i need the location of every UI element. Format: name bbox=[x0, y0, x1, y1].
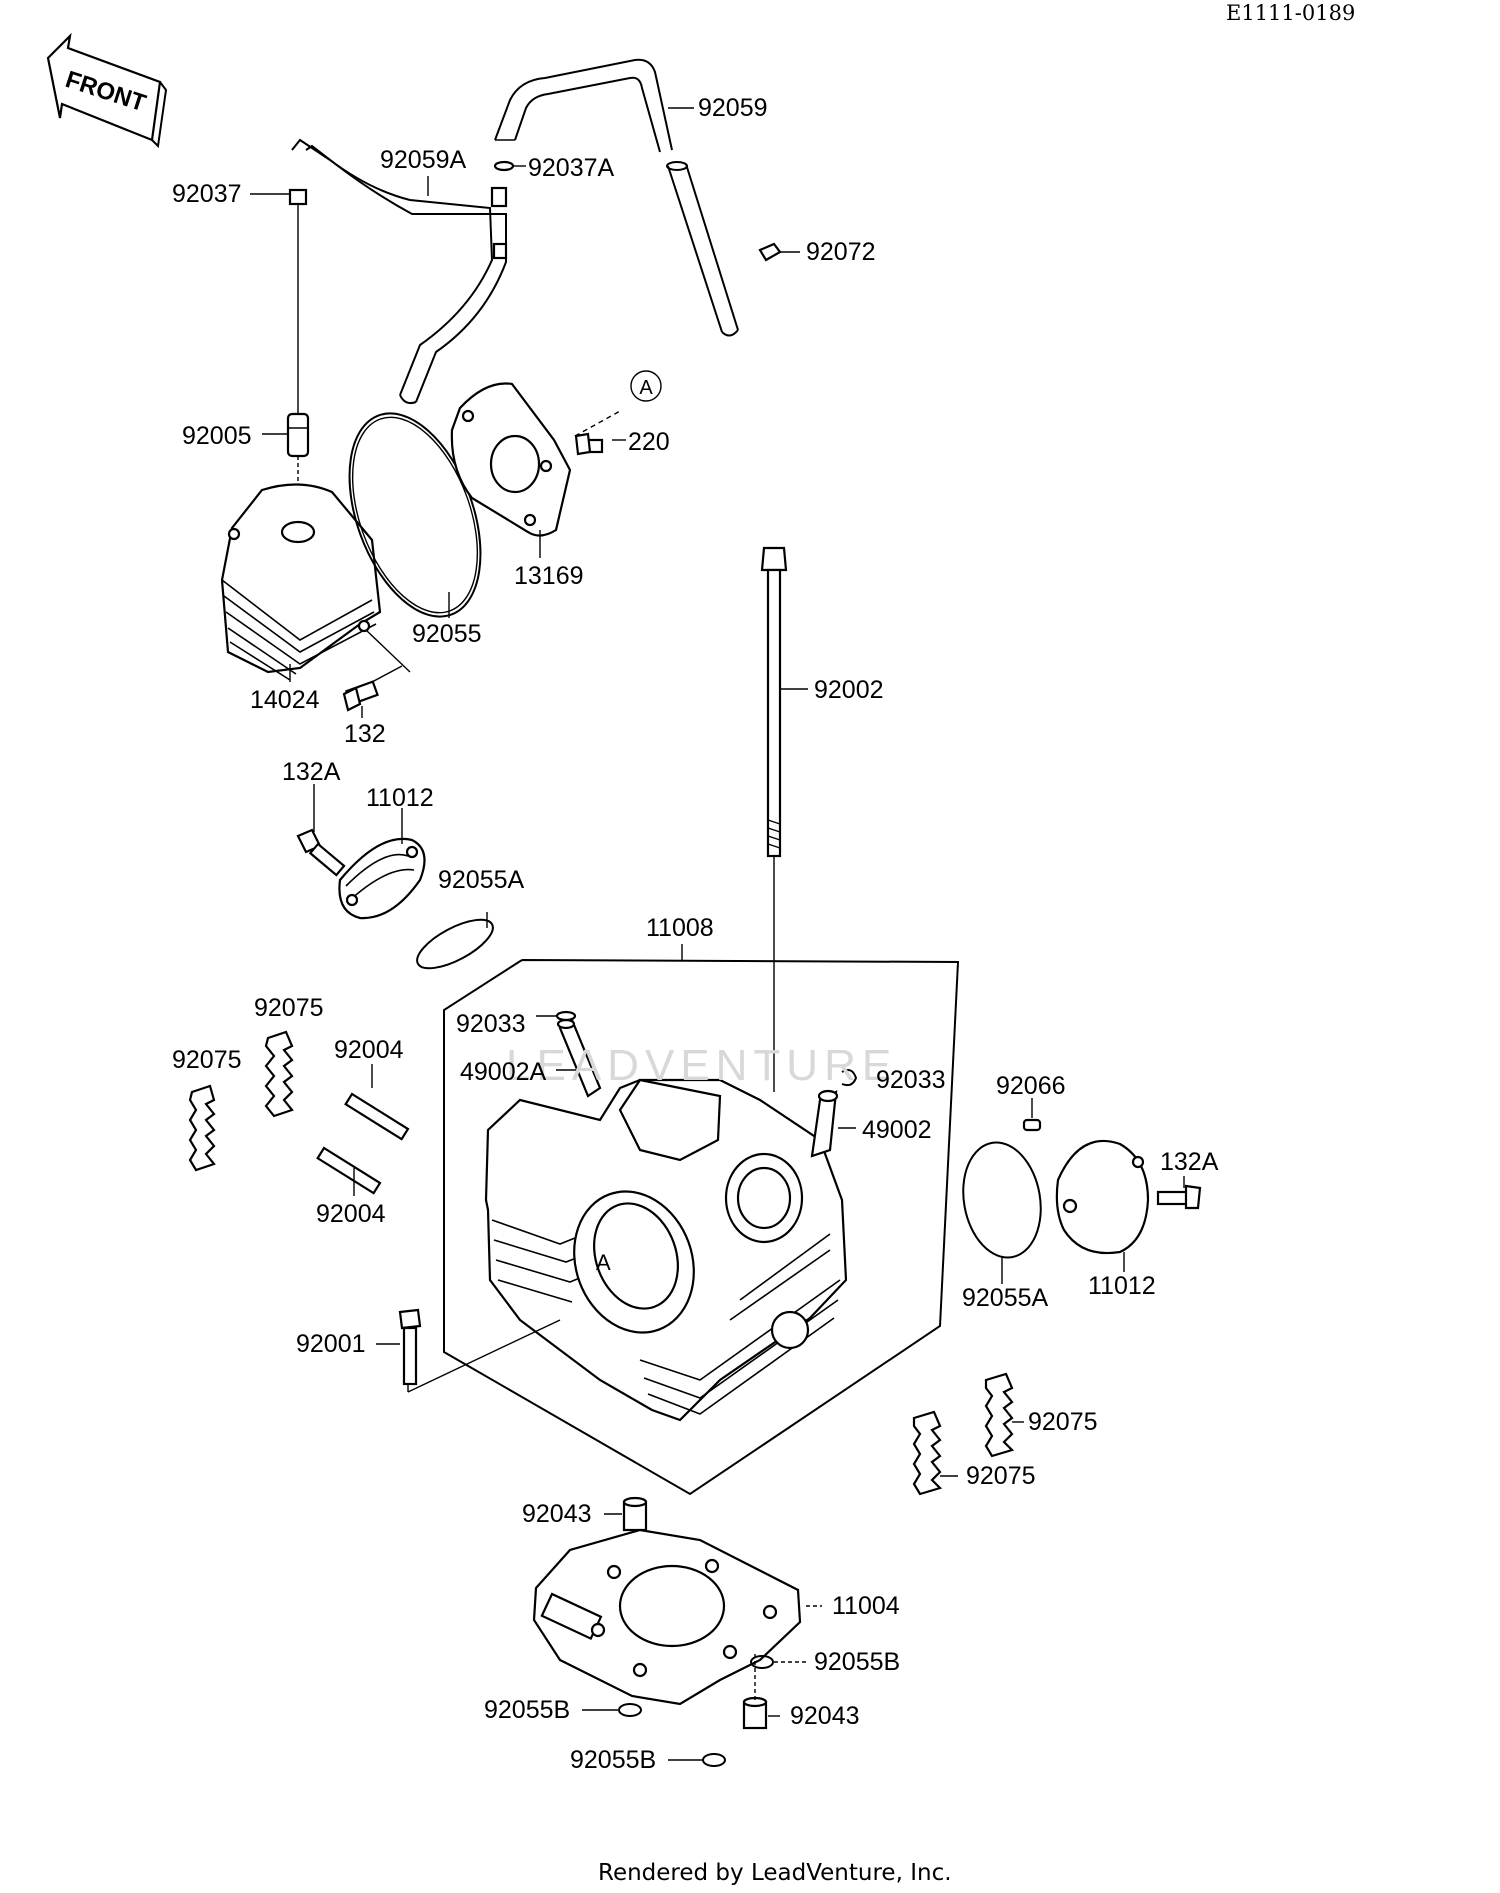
label-92033-right: 92033 bbox=[876, 1066, 946, 1094]
breather-cover-14024 bbox=[220, 483, 382, 681]
label-11004: 11004 bbox=[832, 1592, 900, 1620]
clip-92033-left bbox=[555, 1010, 577, 1022]
leader-lines bbox=[250, 107, 1185, 1761]
label-92059A: 92059A bbox=[380, 146, 467, 174]
cap-11012-right bbox=[1055, 1139, 1150, 1255]
oring-92055B-a bbox=[750, 1655, 774, 1669]
label-132A-left: 132A bbox=[282, 758, 341, 786]
clamp-92072 bbox=[758, 242, 800, 262]
label-92055B-a: 92055B bbox=[814, 1648, 900, 1676]
label-132: 132 bbox=[344, 720, 386, 748]
dowel-92043-bottom bbox=[742, 1696, 768, 1730]
label-92055A-left: 92055A bbox=[438, 866, 525, 894]
label-92002: 92002 bbox=[814, 676, 884, 704]
label-92075-left-b: 92075 bbox=[254, 994, 324, 1022]
cylinder-head-11008: A bbox=[484, 1078, 848, 1422]
oring-92055B-b bbox=[618, 1703, 642, 1717]
front-arrow-icon: FRONT bbox=[46, 32, 168, 149]
cylinder-head-frame bbox=[443, 959, 960, 1496]
bolt-132A-right bbox=[1156, 1184, 1202, 1210]
label-92004-upper: 92004 bbox=[334, 1036, 404, 1064]
oring-92055B-c bbox=[702, 1753, 726, 1767]
diagram-code: E1111-0189 bbox=[1226, 1, 1355, 25]
label-11012-left: 11012 bbox=[366, 784, 434, 812]
label-92037: 92037 bbox=[172, 180, 242, 208]
label-92043-top: 92043 bbox=[522, 1500, 592, 1528]
label-11012-right: 11012 bbox=[1088, 1272, 1156, 1300]
cap-11012-left bbox=[338, 837, 426, 920]
oring-92055A-right bbox=[962, 1141, 1042, 1259]
label-92005: 92005 bbox=[182, 422, 252, 450]
label-92043-bottom: 92043 bbox=[790, 1702, 860, 1730]
label-11008: 11008 bbox=[646, 914, 714, 942]
label-92075-left-a: 92075 bbox=[172, 1046, 242, 1074]
label-92055B-b: 92055B bbox=[484, 1696, 570, 1724]
clip-92033-right bbox=[841, 1069, 858, 1087]
part-labels: 92059 92059A 92037A 92037 92072 220 9200… bbox=[172, 94, 1219, 1774]
label-13169: 13169 bbox=[514, 562, 584, 590]
clamp-92037 bbox=[288, 188, 308, 416]
stud-92004-lower bbox=[316, 1146, 382, 1195]
label-49002: 49002 bbox=[862, 1116, 932, 1144]
ref-marker-a-lower: A bbox=[596, 1250, 611, 1275]
label-92033-left: 92033 bbox=[456, 1010, 526, 1038]
bolt-132 bbox=[342, 629, 411, 712]
damper-92075-right-a bbox=[984, 1372, 1015, 1458]
bolt-132A-left bbox=[296, 828, 346, 877]
footer-credit: Rendered by LeadVenture, Inc. bbox=[598, 1860, 952, 1886]
label-92075-right-b: 92075 bbox=[966, 1462, 1036, 1490]
damper-92075-left-a bbox=[188, 1084, 216, 1172]
label-92072: 92072 bbox=[806, 238, 876, 266]
oring-92055A-left bbox=[416, 918, 494, 970]
ref-marker-a-text: A bbox=[639, 377, 653, 399]
label-49002A: 49002A bbox=[460, 1058, 547, 1086]
clip-92037A bbox=[493, 160, 515, 172]
hose-92059A bbox=[291, 138, 508, 405]
watermark-text: LEADVENTURE bbox=[506, 1041, 897, 1090]
breather-hose-92059 bbox=[494, 58, 673, 153]
label-14024: 14024 bbox=[250, 686, 320, 714]
label-92055A-right: 92055A bbox=[962, 1284, 1049, 1312]
stud-92002 bbox=[760, 546, 788, 888]
label-220: 220 bbox=[628, 428, 670, 456]
label-132A-right: 132A bbox=[1160, 1148, 1219, 1176]
drain-hose bbox=[666, 161, 739, 337]
dowel-92043-top bbox=[622, 1496, 648, 1532]
ref-marker-a-upper: A bbox=[630, 370, 662, 402]
damper-92075-left-b bbox=[264, 1030, 294, 1118]
damper-92075-right-b bbox=[912, 1410, 943, 1496]
label-92001: 92001 bbox=[296, 1330, 366, 1358]
label-92004-lower: 92004 bbox=[316, 1200, 386, 1228]
valve-guide-49002 bbox=[810, 1089, 839, 1158]
stud-92004-upper bbox=[344, 1092, 410, 1141]
label-92066: 92066 bbox=[996, 1072, 1066, 1100]
plug-92066 bbox=[1022, 1118, 1042, 1132]
label-92037A: 92037A bbox=[528, 154, 615, 182]
bolt-220 bbox=[574, 432, 604, 456]
label-92059: 92059 bbox=[698, 94, 768, 122]
label-92075-right-a: 92075 bbox=[1028, 1408, 1098, 1436]
plate-13169 bbox=[450, 382, 572, 537]
valve-guide-49002A bbox=[556, 1018, 602, 1098]
label-92055B-c: 92055B bbox=[570, 1746, 656, 1774]
label-92055: 92055 bbox=[412, 620, 482, 648]
gasket-11004 bbox=[532, 1528, 802, 1706]
bolt-92001 bbox=[398, 1308, 422, 1386]
